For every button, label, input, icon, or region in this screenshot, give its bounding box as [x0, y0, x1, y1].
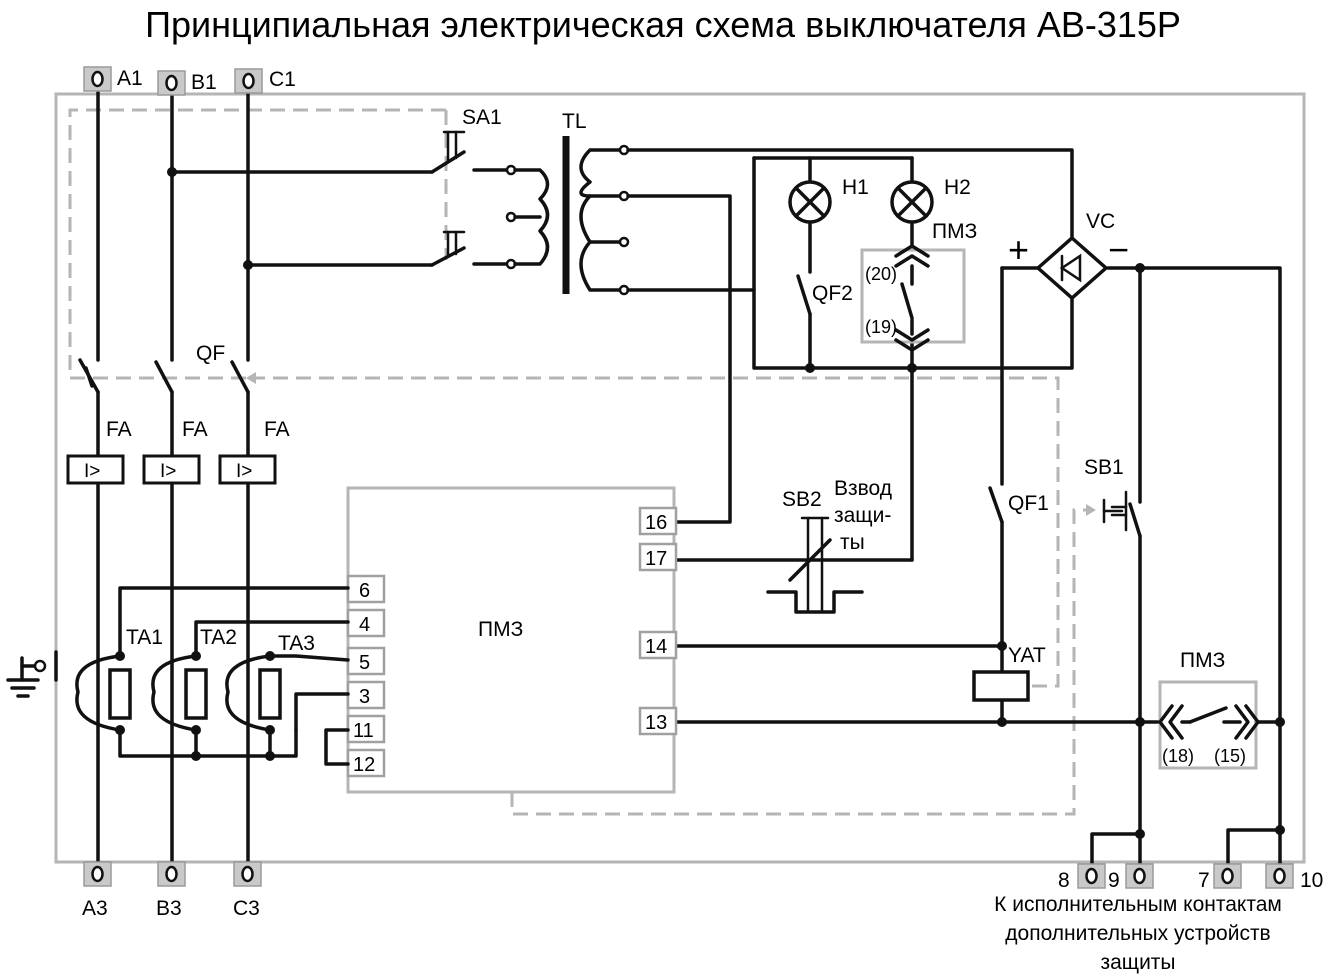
svg-text:FA: FA [182, 418, 208, 441]
fa-release-a: FA I> [66, 418, 132, 485]
svg-text:12: 12 [353, 754, 375, 776]
svg-text:A1: A1 [117, 67, 143, 90]
svg-text:6: 6 [359, 580, 370, 602]
tl-transformer: TL [513, 110, 630, 296]
svg-text:8: 8 [1058, 869, 1070, 892]
svg-text:I>: I> [236, 461, 252, 482]
sb2-reset-button: SB2 Взвод защи- ты [766, 477, 892, 614]
svg-text:ПМЗ: ПМЗ [932, 220, 977, 243]
svg-text:I>: I> [160, 461, 176, 482]
pmz-contact-18-15: ПМЗ (18) (15) [1158, 649, 1260, 770]
qf-label: QF [196, 342, 225, 365]
svg-text:YAT: YAT [1008, 644, 1046, 667]
svg-text:+: + [1008, 229, 1029, 270]
pmz-relay-block: ПМЗ [346, 486, 676, 794]
svg-text:C3: C3 [233, 897, 260, 920]
control-wiring [626, 148, 1285, 872]
sa1-switch: SA1 [167, 106, 517, 270]
svg-text:C1: C1 [269, 68, 296, 91]
svg-text:(20): (20) [865, 264, 897, 284]
qf2-label: QF2 [812, 282, 853, 305]
svg-text:16: 16 [645, 512, 667, 534]
mechanical-linkage [68, 108, 1096, 816]
svg-text:13: 13 [645, 712, 667, 734]
svg-text:5: 5 [359, 652, 370, 674]
svg-text:B3: B3 [156, 897, 182, 920]
caption-line-3: защиты [1100, 951, 1176, 974]
svg-text:H1: H1 [842, 176, 869, 199]
svg-text:ты: ты [840, 531, 865, 554]
svg-text:B1: B1 [191, 71, 217, 94]
terminal-c3: C3 [233, 861, 262, 920]
terminal-c1: C1 [234, 68, 296, 94]
terminal-b3: B3 [156, 861, 186, 920]
caption-line-1: К исполнительным контактам [994, 893, 1282, 916]
qf1-label: QF1 [1008, 492, 1049, 515]
svg-text:SB2: SB2 [782, 488, 822, 511]
svg-text:SB1: SB1 [1084, 456, 1124, 479]
svg-text:TA1: TA1 [126, 626, 163, 649]
lamp-h2: H2 [890, 176, 971, 224]
svg-text:TL: TL [562, 110, 587, 133]
svg-text:7: 7 [1198, 869, 1210, 892]
svg-text:TA3: TA3 [278, 632, 315, 655]
sb1-button: SB1 [1084, 456, 1128, 532]
svg-text:11: 11 [353, 720, 374, 742]
svg-text:защи-: защи- [834, 504, 891, 527]
breaker-housing [54, 92, 1306, 864]
fa-release-c: FA I> [218, 418, 290, 485]
svg-text:TA2: TA2 [200, 626, 237, 649]
svg-text:H2: H2 [944, 176, 971, 199]
current-transformers: TA1 TA2 TA3 [75, 586, 350, 761]
terminal-b1: B1 [157, 70, 217, 96]
svg-text:ПМЗ: ПМЗ [1180, 649, 1225, 672]
caption-line-2: дополнительных устройств [1005, 922, 1271, 945]
svg-text:9: 9 [1108, 869, 1120, 892]
aux-terminal-7: 7 [1198, 863, 1242, 892]
terminal-a3: A3 [82, 861, 112, 920]
pmz-contact-20-19: ПМЗ (20) (19) [860, 220, 977, 352]
svg-text:(18): (18) [1162, 746, 1194, 766]
lamp-h1: H1 [788, 176, 869, 224]
svg-text:−: − [1108, 229, 1129, 270]
svg-text:ПМЗ: ПМЗ [478, 618, 523, 641]
svg-text:SA1: SA1 [462, 106, 502, 129]
aux-terminal-10: 10 [1265, 863, 1323, 892]
aux-contacts-caption: К исполнительным контактам дополнительны… [968, 890, 1308, 977]
svg-text:14: 14 [645, 636, 667, 658]
svg-text:FA: FA [264, 418, 290, 441]
aux-terminal-9: 9 [1108, 863, 1154, 892]
pmz-right-pins: 16 17 14 13 [638, 506, 678, 736]
svg-text:FA: FA [106, 418, 132, 441]
terminal-a1: A1 [83, 66, 143, 92]
svg-text:17: 17 [645, 548, 667, 570]
svg-text:3: 3 [359, 686, 370, 708]
svg-text:10: 10 [1300, 869, 1323, 892]
svg-text:(15): (15) [1214, 746, 1246, 766]
diagram-title: Принципиальная электрическая схема выклю… [145, 4, 1181, 45]
aux-terminal-8: 8 [1058, 863, 1106, 892]
fa-release-b: FA I> [142, 418, 208, 485]
vc-rectifier: VC + − [1008, 210, 1129, 301]
svg-text:4: 4 [359, 614, 370, 636]
yat-coil: YAT [972, 644, 1046, 702]
svg-text:I>: I> [84, 461, 100, 482]
svg-text:VC: VC [1086, 210, 1115, 233]
svg-text:Взвод: Взвод [834, 477, 892, 500]
ground-icon [6, 650, 58, 698]
svg-text:A3: A3 [82, 897, 108, 920]
svg-text:(19): (19) [865, 317, 897, 337]
